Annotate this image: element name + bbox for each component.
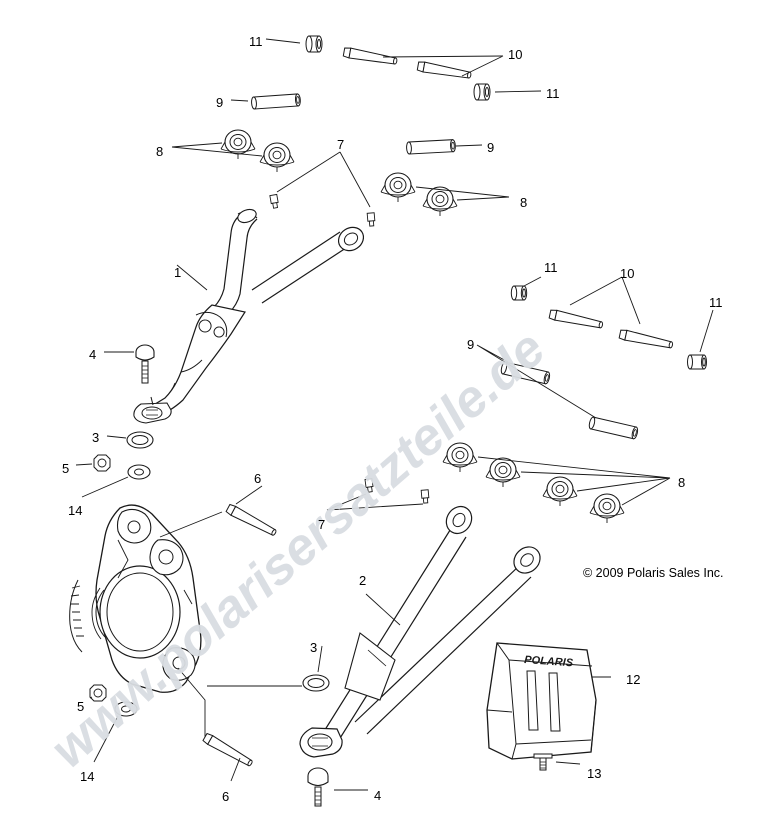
callout-7-lower: 7 [318,517,326,532]
callout-8-upper-left: 8 [156,144,164,159]
callout-12-skid-plate: 12 [626,672,641,687]
callout-11-top-right: 11 [546,86,560,101]
callout-14-upper-washer: 14 [68,503,83,518]
polaris-logo-text: POLARIS [524,654,574,669]
callout-4-upper-ball-joint: 4 [89,347,97,362]
callout-2-lower-control-arm: 2 [359,573,367,588]
callout-5-lower-nut: 5 [77,699,85,714]
callout-7-upper: 7 [337,137,345,152]
callout-8-upper-right: 8 [520,195,528,210]
callout-3-upper-seal: 3 [92,430,100,445]
callout-10-top: 10 [508,47,523,62]
callout-9-upper-right: 9 [487,140,495,155]
callout-13-screw: 13 [587,766,602,781]
callout-11-middle: 11 [544,260,558,275]
callout-11-top-left: 11 [249,34,263,49]
callout-1-upper-control-arm: 1 [174,265,182,280]
callout-10-middle: 10 [620,266,635,281]
callout-3-lower-seal: 3 [310,640,318,655]
callout-9-middle: 9 [467,337,475,352]
callout-6-lower-bolt: 6 [222,789,230,804]
callout-6-upper-bolt: 6 [254,471,262,486]
callout-14-lower-washer: 14 [80,769,95,784]
callout-4-lower-ball-joint: 4 [374,788,382,803]
callout-11-right: 11 [709,295,723,310]
callout-5-upper-nut: 5 [62,461,70,476]
copyright-notice: © 2009 Polaris Sales Inc. [583,566,724,580]
callout-8-lower-right: 8 [678,475,686,490]
callout-9-upper-left: 9 [216,95,224,110]
